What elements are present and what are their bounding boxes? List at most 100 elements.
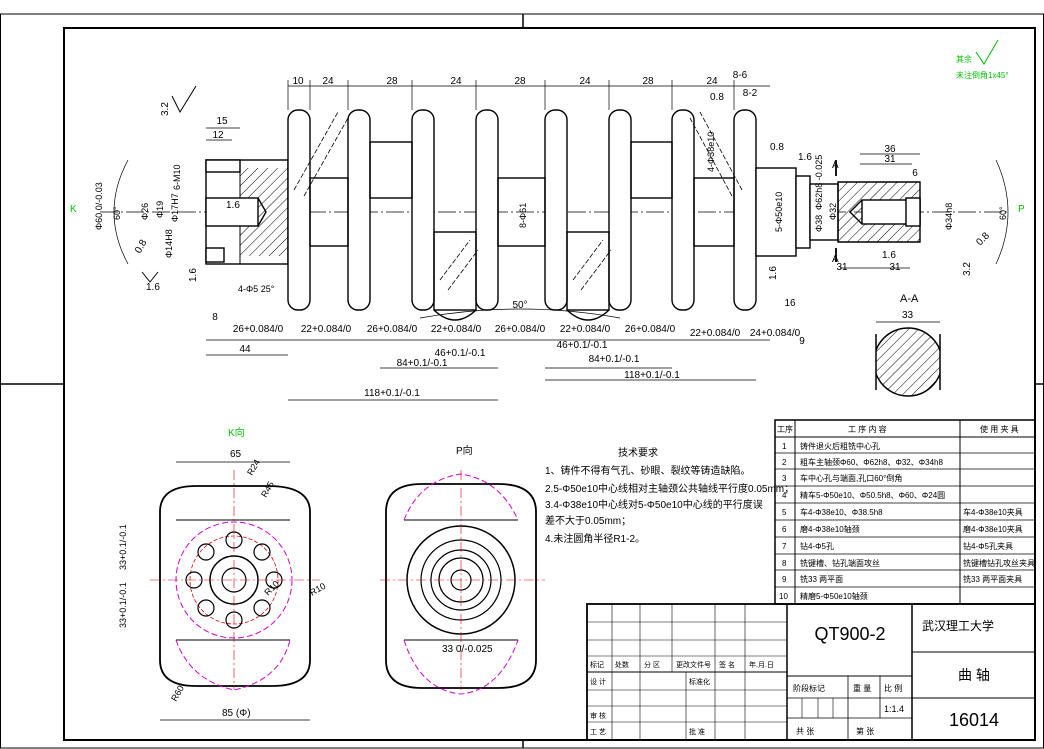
material-text: QT900-2 xyxy=(814,624,885,644)
dim-side-10: 5-Φ50e10 xyxy=(774,192,784,232)
sign-row-label-5: 年.月.日 xyxy=(749,660,774,669)
tech-requirements: 技术要求 1、铸件不得有气孔、砂眼、裂纹等铸造缺陷。 2.5-Φ50e10中心线… xyxy=(545,446,794,545)
sign-row-label-3: 更改文件号 xyxy=(676,660,711,669)
sign-row-label-1: 处数 xyxy=(615,660,629,669)
k-dim-65: 65 xyxy=(230,449,242,460)
title-block-text: QT900-2 武汉理工大学 曲 轴 16014 1:1.4 阶段标记 重 量 … xyxy=(590,618,999,736)
dim-top-14: 6 xyxy=(912,168,918,179)
process-row-7-fixture: 钻4-Φ5孔夹具 xyxy=(963,541,1013,551)
roughness-9: 3.2 xyxy=(962,262,973,276)
stage-label: 阶段标记 xyxy=(793,683,825,693)
dim-side-3: Φ19 xyxy=(155,201,165,218)
p-marker: P xyxy=(1018,204,1025,215)
bottom-dimension-texts: 8 26+0.084/0 22+0.084/0 26+0.084/0 22+0.… xyxy=(212,262,901,399)
roughness-8: 1.6 xyxy=(882,250,896,261)
tech-title: 技术要求 xyxy=(618,446,658,459)
dim-bot-16: 118+0.1/-0.1 xyxy=(624,370,680,381)
dim-bot-15: 118+0.1/-0.1 xyxy=(364,388,420,399)
dim-side-1: 60° xyxy=(112,206,122,220)
dim-top-12: 36 xyxy=(884,144,896,155)
dim-side-15: 60° xyxy=(998,206,1008,220)
k-dim-85: 85 (Φ) xyxy=(222,708,251,719)
dim-top-3: 24 xyxy=(450,76,462,87)
tech-req-0: 1、铸件不得有气孔、砂眼、裂纹等铸造缺陷。 xyxy=(545,464,751,477)
dim-bot-4: 22+0.084/0 xyxy=(431,324,482,335)
dim-bot-19: 31 xyxy=(889,262,901,273)
sheet-no-label: 第 张 xyxy=(856,726,874,736)
section-label: A-A xyxy=(900,293,919,305)
dim-bot-5: 26+0.084/0 xyxy=(495,324,546,335)
roughness-0: 3.2 xyxy=(160,102,171,116)
k-dim-33a: 33+0.1/-0.1 xyxy=(118,524,128,570)
process-row-1-content: 铸件退火后粗铣中心孔 xyxy=(800,441,880,451)
dim-top-11: 12 xyxy=(212,130,224,141)
process-row-1-no: 1 xyxy=(782,442,787,451)
k-dim-33b: 33+0.1/-0.1 xyxy=(118,582,128,628)
dim-side-6: 6-M10 xyxy=(172,164,182,190)
dim-bot-0: 8 xyxy=(212,312,218,323)
process-row-4-content: 精车5-Φ50e10、Φ50.5h8、Φ60、Φ24圆 xyxy=(800,490,945,500)
process-row-6-no: 6 xyxy=(782,525,787,534)
process-table-text: 工序 工 序 内 容 使 用 夹 具 1 铸件退火后粗铣中心孔 2 粗车主轴颈Φ… xyxy=(777,424,1035,601)
dim-bot-1: 26+0.084/0 xyxy=(233,324,284,335)
dim-side-5: Φ14H8 xyxy=(164,229,174,258)
k-marker: K xyxy=(70,204,77,215)
surface-note: 其余 未注倒角1x45° xyxy=(956,39,1009,80)
title-block xyxy=(586,603,1036,741)
p-dim-33: 33 0/-0.025 xyxy=(442,644,493,655)
section-marker-bottom: A xyxy=(832,254,839,265)
weight-label: 重 量 xyxy=(853,683,871,693)
sheets-total-label: 共 张 xyxy=(796,727,814,736)
roughness-7: 1.6 xyxy=(768,266,779,280)
process-row-2-no: 2 xyxy=(782,458,787,467)
tech-req-3: 差不大于0.05mm； xyxy=(545,514,631,527)
dim-bot-21: 50° xyxy=(512,300,527,311)
section-a-a: A-A 33 xyxy=(868,293,948,397)
process-row-7-content: 钻4-Φ5孔 xyxy=(800,541,834,551)
school-text: 武汉理工大学 xyxy=(922,618,994,633)
roughness-4: 1.6 xyxy=(188,268,199,282)
process-row-10-content: 精磨5-Φ50e10轴颈 xyxy=(800,591,868,601)
dim-bot-14: 84+0.1/-0.1 xyxy=(589,354,640,365)
side-dimension-texts: Φ60 0/-0.03 60° Φ26 Φ19 Φ17H7 Φ14H8 6-M1… xyxy=(94,132,1008,294)
k-view-label: K向 xyxy=(228,426,245,439)
dim-top-7: 24 xyxy=(706,76,718,87)
dim-side-13: Φ62h8 -0.025 xyxy=(814,155,824,210)
process-row-8-fixture: 铣键槽钻孔攻丝夹具 xyxy=(963,558,1035,568)
dim-bot-2: 22+0.084/0 xyxy=(301,324,352,335)
view-markers: K P A A xyxy=(70,160,1025,265)
dim-bot-6: 22+0.084/0 xyxy=(560,324,611,335)
dim-bot-9: 24+0.084/0 xyxy=(750,328,801,339)
dim-bot-11: 46+0.1/-0.1 xyxy=(435,348,486,359)
process-header-step: 工序 xyxy=(777,424,793,434)
dim-side-14: Φ34h8 xyxy=(944,203,954,230)
dim-bot-18: 31 xyxy=(836,262,848,273)
approve-label: 批 准 xyxy=(689,727,705,736)
sign-row-label-0: 标记 xyxy=(590,660,604,669)
process-header-fixture: 使 用 夹 具 xyxy=(980,424,1019,434)
dim-side-2: Φ26 xyxy=(140,203,150,220)
p-view-label: P向 xyxy=(456,444,473,457)
roughness-3: 1.6 xyxy=(146,282,160,293)
dim-top-1: 24 xyxy=(322,76,334,87)
roughness-10: 0.8 xyxy=(770,142,784,153)
dim-bot-8: 22+0.084/0 xyxy=(690,328,741,339)
process-header-content: 工 序 内 容 xyxy=(848,424,887,434)
sign-row-label-4: 签 名 xyxy=(719,660,735,669)
top-dimension-texts: 10 24 28 24 28 24 28 24 8-6 8-2 15 12 36… xyxy=(212,70,918,179)
k-view: K向 65 R24 R45 33+0.1/-0.1 33+0.1/-0.1 R1… xyxy=(118,426,327,721)
dim-top-0: 10 xyxy=(292,76,304,87)
process-row-8-content: 铣键槽、钻孔端面攻丝 xyxy=(800,558,880,568)
dim-bot-7: 26+0.084/0 xyxy=(625,324,676,335)
process-row-7-no: 7 xyxy=(782,542,787,551)
ratio-label: 比 例 xyxy=(884,683,902,693)
process-row-9-no: 9 xyxy=(782,575,787,584)
dim-side-8: 8-Φ61 xyxy=(518,203,528,228)
scale-text: 1:1.4 xyxy=(884,704,904,714)
dim-bot-10: 44 xyxy=(239,344,251,355)
tech-req-1: 2.5-Φ50e10中心线相对主轴颈公共轴线平行度0.05mm； xyxy=(545,482,794,495)
sign-row-label-2: 分 区 xyxy=(644,660,660,669)
process-row-3-content: 车中心孔与端面,孔口60°倒角 xyxy=(800,473,902,483)
dim-bot-12: 46+0.1/-0.1 xyxy=(557,340,608,351)
